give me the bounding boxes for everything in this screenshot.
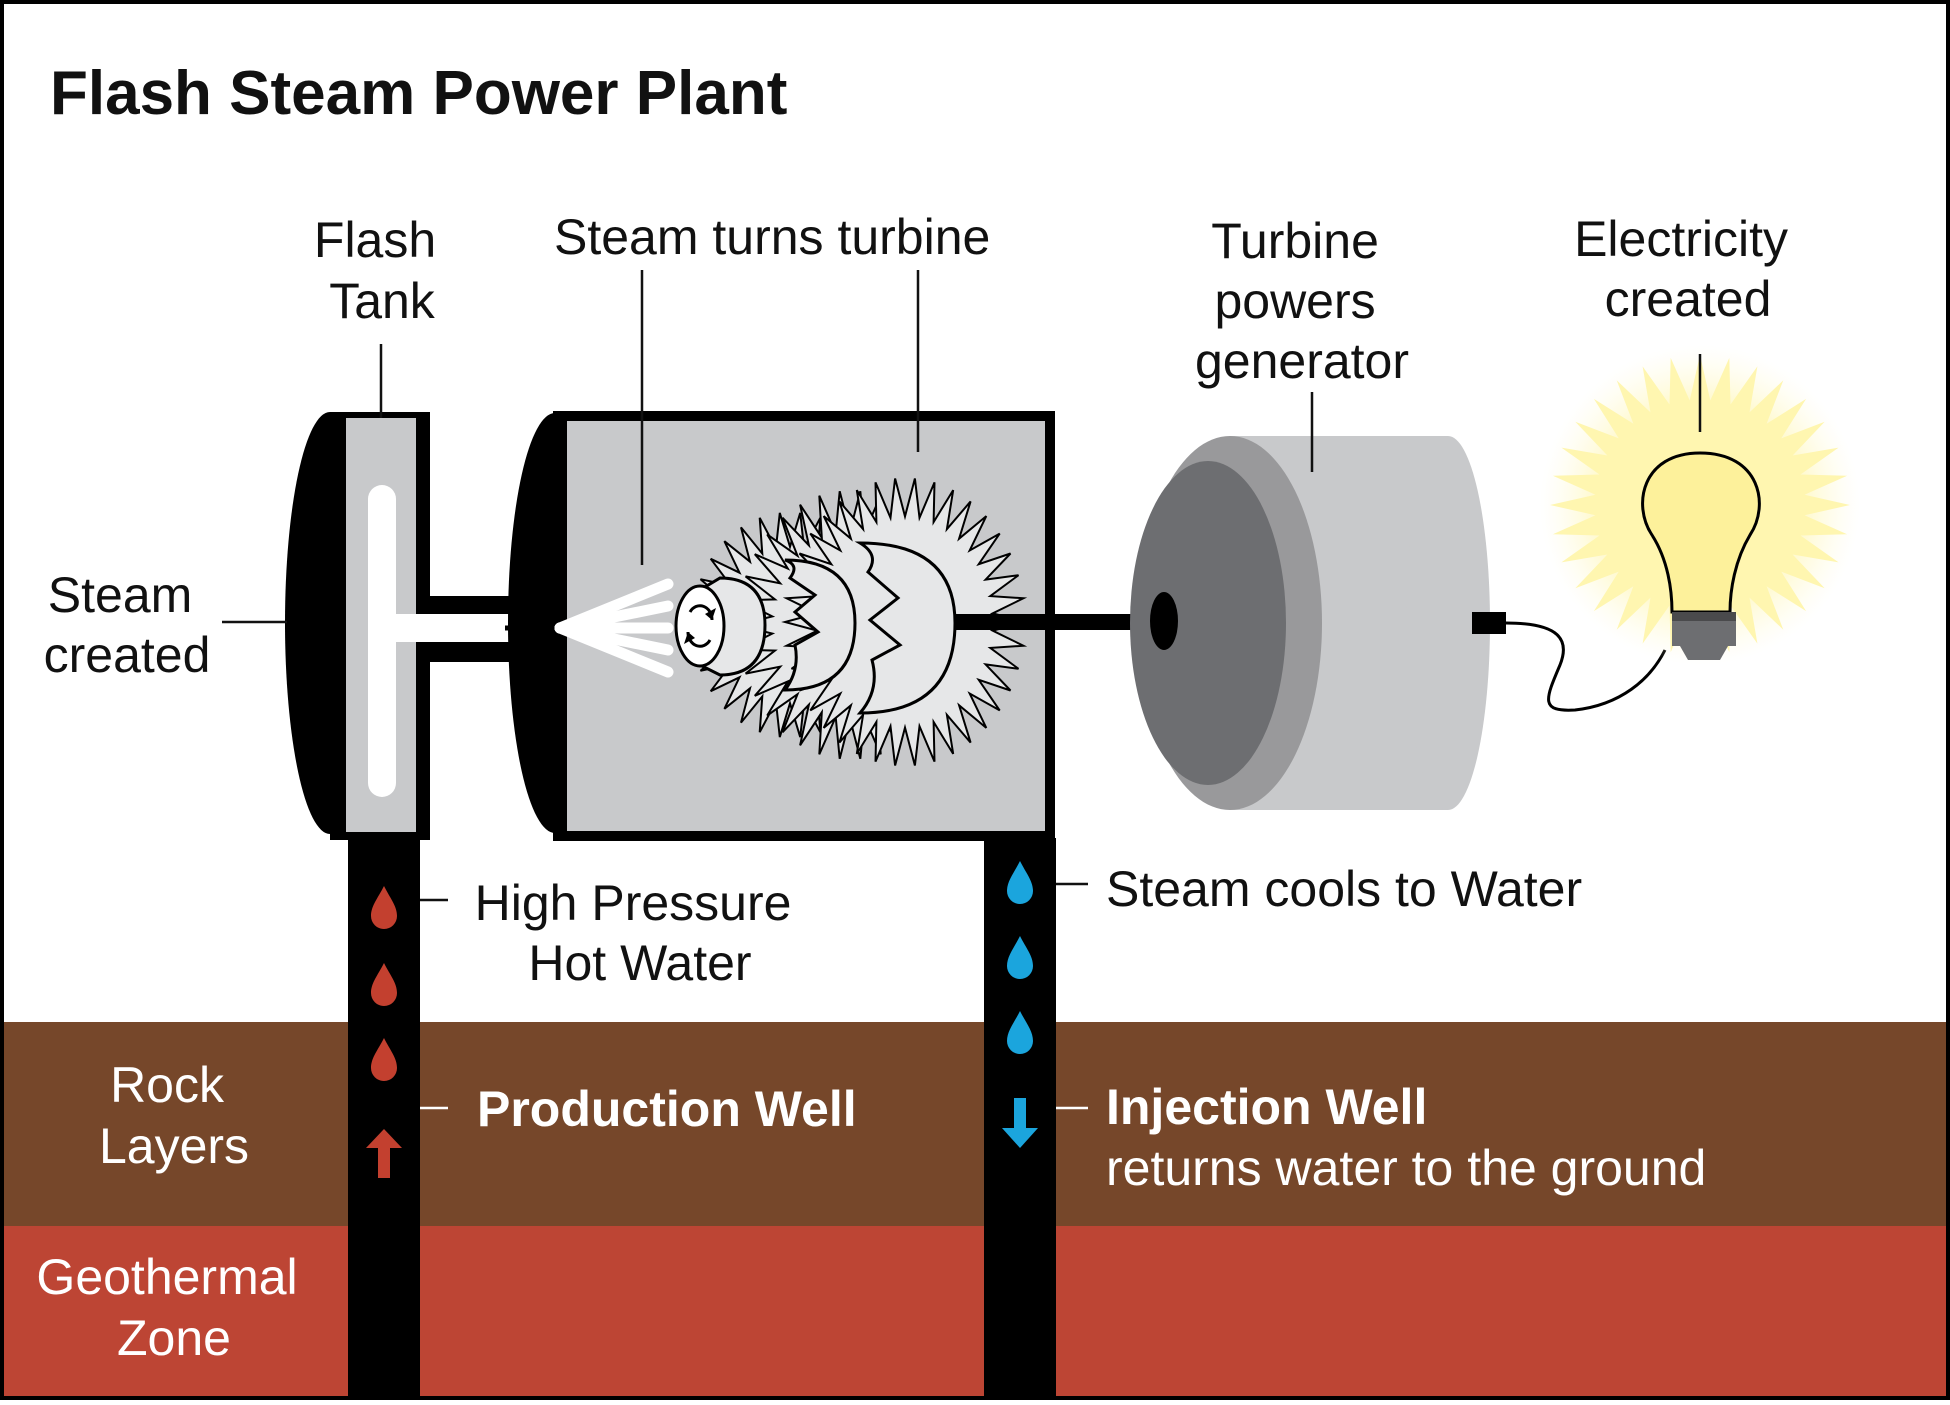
arrow-down-icon bbox=[1002, 1098, 1038, 1148]
page-title: Flash Steam Power Plant bbox=[50, 59, 787, 128]
production-well-pipe bbox=[348, 838, 420, 1398]
label-flash-tank: Flash Tank bbox=[314, 212, 450, 329]
flash-tank bbox=[285, 412, 500, 840]
label-geothermal-zone: Geothermal Zone bbox=[36, 1249, 311, 1366]
label-rock-layers: Rock Layers bbox=[99, 1057, 249, 1174]
label-steam-created: Steam created bbox=[44, 567, 211, 683]
steam-jets bbox=[554, 578, 674, 678]
power-wire bbox=[1505, 621, 1667, 712]
label-electricity-created: Electricity created bbox=[1574, 211, 1802, 327]
label-production-well: Production Well bbox=[477, 1081, 857, 1137]
turbine-shaft bbox=[955, 614, 1167, 630]
label-steam-cools-to-water: Steam cools to Water bbox=[1106, 861, 1582, 917]
label-steam-turns-turbine: Steam turns turbine bbox=[554, 209, 990, 265]
generator-plug bbox=[1472, 612, 1506, 634]
arrow-up-icon bbox=[366, 1129, 402, 1178]
geothermal-zone-band bbox=[4, 1226, 1946, 1396]
label-injection-well: Injection Well bbox=[1106, 1079, 1427, 1135]
light-bulb-icon bbox=[1540, 345, 1860, 665]
generator bbox=[1130, 436, 1490, 810]
rock-layer-band bbox=[4, 1022, 1946, 1226]
label-injection-well-sub: returns water to the ground bbox=[1106, 1140, 1706, 1196]
label-high-pressure-hot-water: High Pressure Hot Water bbox=[475, 875, 806, 991]
turbine-rotor bbox=[674, 478, 1029, 766]
label-turbine-powers-generator: Turbine powers generator bbox=[1195, 213, 1409, 389]
